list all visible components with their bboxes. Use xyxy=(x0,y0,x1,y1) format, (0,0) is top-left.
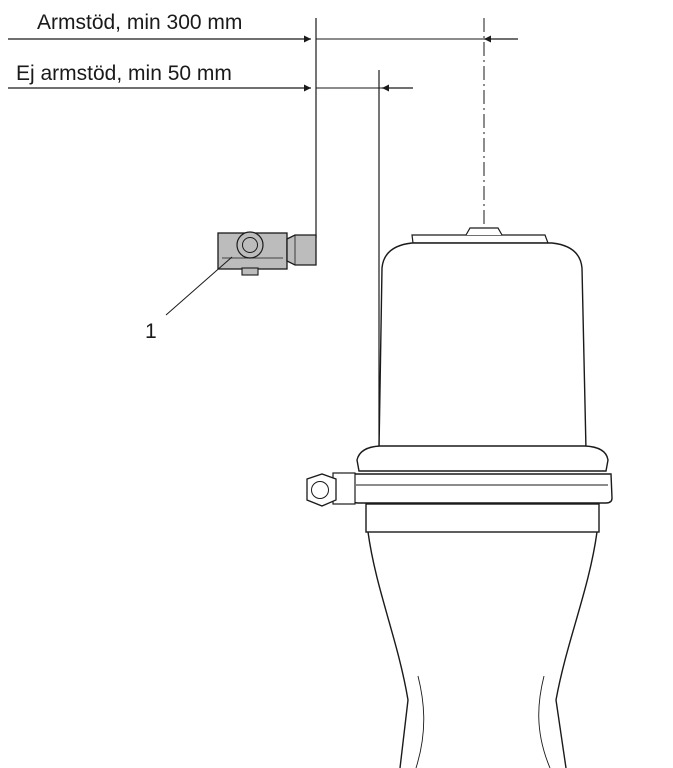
cistern xyxy=(378,227,587,451)
armrest-bracket xyxy=(217,231,317,276)
cistern-lid-top xyxy=(411,234,549,244)
callout-leader-1 xyxy=(165,256,233,316)
pedestal-left-edge xyxy=(367,531,409,768)
pedestal-left-contour xyxy=(415,675,425,768)
hinge-nut-face xyxy=(311,481,329,499)
cistern-body xyxy=(378,242,587,451)
bracket-knob-inner xyxy=(242,237,258,253)
dimension-no-armrest-label: Ej armstöd, min 50 mm xyxy=(16,62,232,85)
seat-ring xyxy=(351,473,613,504)
flush-button xyxy=(465,227,503,236)
bracket-sleeve xyxy=(286,234,317,266)
bracket-bottom-tab xyxy=(241,267,259,276)
toilet-bowl xyxy=(365,503,600,768)
dimension-armrest-label: Armstöd, min 300 mm xyxy=(37,11,242,34)
toilet-seat xyxy=(351,445,613,504)
dimension-no-armrest: Ej armstöd, min 50 mm xyxy=(8,62,413,92)
callout-number-1: 1 xyxy=(145,320,157,343)
pedestal-right-edge xyxy=(555,531,598,768)
seat-hinge xyxy=(306,472,356,507)
bowl-rim-band xyxy=(365,503,600,533)
dimension-armrest: Armstöd, min 300 mm xyxy=(8,11,518,43)
seat-lid xyxy=(356,445,609,472)
bracket-knob-outer xyxy=(236,231,264,259)
pedestal-right-contour xyxy=(538,675,551,768)
hinge-nut xyxy=(306,473,337,507)
